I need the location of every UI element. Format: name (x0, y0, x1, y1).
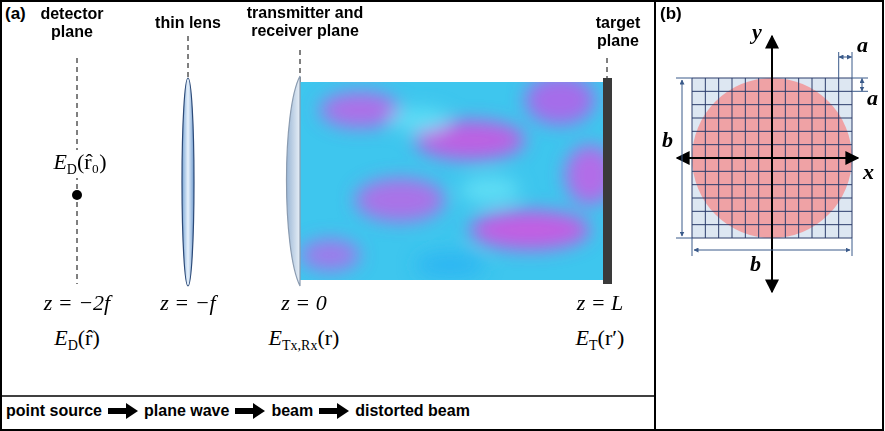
subscript: T (589, 338, 598, 353)
plane-name-group: transmitter and receiver plane (239, 4, 371, 40)
process-step: beam (271, 402, 313, 420)
flow-arrow (317, 402, 351, 420)
thin-lens (182, 78, 194, 286)
y-axis (771, 36, 773, 292)
field-symbol: (r̂₀) (77, 149, 107, 174)
plane-name-group: detector plane (26, 5, 118, 41)
divider (1, 395, 655, 397)
process-step: plane wave (144, 402, 229, 420)
plane-position: z = L (577, 290, 624, 315)
field-symbol: E (576, 325, 589, 350)
transceiver-lens (287, 76, 301, 286)
dimension-label: a (857, 32, 868, 57)
axis-name-group: x (863, 160, 874, 184)
subscript: D (68, 338, 78, 353)
field-symbol: E (54, 325, 67, 350)
field-symbol-group: ET(r′) (574, 326, 627, 354)
dimension-label: a (867, 85, 878, 110)
panel-label-group: (a) (5, 4, 26, 24)
plane-name: thin lens (155, 14, 221, 31)
dimension-label-group: b (750, 252, 761, 276)
dimension-label: b (750, 251, 761, 276)
subscript: Tx,Rx (282, 338, 317, 353)
field-symbol: (r̂) (78, 325, 100, 350)
flow-arrow (233, 402, 267, 420)
plane-name: transmitter and receiver plane (247, 4, 363, 39)
plane-position: z = −2f (44, 290, 110, 315)
plane-name: target plane (596, 14, 640, 49)
x-axis (677, 157, 858, 159)
field-symbol: E (53, 149, 66, 174)
panel-label: (b) (660, 4, 682, 23)
field-symbol-group: ED(r̂) (52, 326, 102, 354)
process-step-group: point source plane wave beam distorted beam (6, 402, 470, 420)
axis-name: x (863, 159, 874, 184)
panel-frame (655, 1, 883, 430)
point-source (72, 190, 82, 200)
field-symbol-group: ED(r̂₀) (51, 150, 108, 178)
plane-name: detector plane (40, 5, 103, 40)
field-symbol-group: ETx,Rx(r) (267, 326, 342, 354)
plane-name-group: thin lens (140, 14, 236, 32)
plane-position-group: z = −f (158, 291, 217, 315)
distorted-beam (300, 82, 604, 280)
plane-position-group: z = L (575, 291, 626, 315)
target-plate (603, 78, 612, 284)
plane-position-group: z = −2f (42, 291, 112, 315)
plane-position: z = −f (160, 290, 215, 315)
process-step: distorted beam (355, 402, 470, 420)
dimension-lines (676, 52, 868, 256)
field-symbol: (r) (317, 325, 339, 350)
subscript: D (67, 162, 77, 177)
process-step: point source (6, 402, 102, 420)
axis-name: y (752, 19, 762, 44)
field-symbol: (r′) (598, 325, 625, 350)
dimension-label-group: a (867, 86, 878, 110)
plane-position: z = 0 (281, 290, 326, 315)
dimension-label-group: a (857, 33, 868, 57)
panel-label-group: (b) (660, 4, 682, 24)
flow-arrow (106, 402, 140, 420)
field-symbol: E (269, 325, 282, 350)
panel-frame (1, 1, 655, 430)
plane-name-group: target plane (583, 14, 653, 50)
panel-label: (a) (5, 4, 26, 23)
axis-name-group: y (752, 20, 762, 44)
dimension-label-group: b (662, 128, 673, 152)
dimension-label: b (662, 127, 673, 152)
plane-position-group: z = 0 (279, 291, 328, 315)
